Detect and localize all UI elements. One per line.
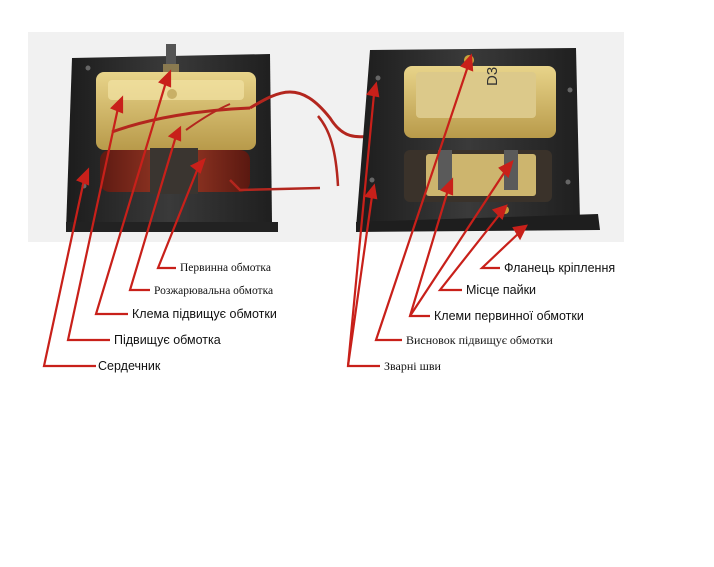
arrow-primary-winding	[156, 167, 200, 270]
left-terminal-tab	[163, 64, 179, 72]
right-core-base	[356, 214, 600, 232]
right-terminal-1	[438, 150, 452, 190]
right-wrap-label-area	[416, 72, 536, 118]
left-core-base	[66, 222, 278, 232]
left-red-wire-2	[185, 103, 231, 131]
left-terminal-spade	[166, 44, 176, 70]
arrow-welds-a-head	[366, 81, 380, 98]
left-hanging-wire	[229, 179, 321, 192]
left-rivet	[167, 89, 177, 99]
label-primary-terminals: Клеми первинної обмотки	[434, 309, 584, 323]
arrow-demag-winding	[128, 135, 178, 292]
arrow-welds-b	[346, 195, 374, 367]
arrow-hv-lead	[374, 65, 470, 342]
arrow-primary-terminals-a-head	[440, 177, 454, 196]
annotation-arrows	[42, 53, 528, 368]
arrow-core-head	[76, 167, 90, 186]
label-mounting-flange: Фланець кріплення	[504, 261, 616, 275]
right-screw-1	[375, 75, 381, 81]
right-screw-3	[567, 87, 573, 93]
connecting-wire-twist	[317, 115, 340, 187]
left-transformer	[66, 44, 321, 232]
arrow-welds-b-head	[364, 183, 378, 200]
label-solder-point: Місце пайки	[466, 283, 537, 297]
right-screw-2	[369, 177, 375, 183]
arrow-flange	[479, 231, 521, 270]
arrow-solder	[437, 213, 501, 292]
arrow-primary-terminals-b-head	[498, 159, 514, 179]
label-demagnetizing-winding: Розжарювальна обмотка	[154, 285, 274, 297]
left-wrap-highlight	[108, 80, 244, 100]
label-hv-winding: Підвищує обмотка	[114, 333, 221, 347]
arrow-hv-winding-head	[110, 95, 124, 114]
right-terminal-2	[504, 150, 518, 190]
arrow-demag-winding-head	[167, 125, 182, 142]
arrow-primary-winding-head	[189, 157, 206, 174]
arrow-core	[42, 179, 96, 368]
arrow-hv-terminal-head	[158, 69, 172, 88]
transformer-marking: D3	[484, 66, 501, 86]
left-screw-1	[85, 65, 91, 71]
label-welds: Зварні шви	[384, 359, 441, 373]
label-hv-winding-terminal: Клема підвищує обмотки	[132, 307, 277, 321]
arrow-primary-terminals-b	[409, 169, 507, 317]
arrow-flange-head	[512, 224, 528, 241]
label-core: Сердечник	[98, 359, 161, 373]
label-hv-winding-lead: Висновок підвищує обмотки	[406, 333, 553, 347]
right-transformer	[356, 48, 600, 232]
arrow-solder-head	[491, 204, 508, 221]
arrow-hv-terminal	[94, 81, 168, 316]
arrow-hv-lead-head	[460, 53, 474, 72]
right-screw-4	[565, 179, 571, 185]
left-red-wire	[111, 106, 251, 134]
label-primary-winding: Первинна обмотка	[180, 262, 271, 274]
arrow-hv-winding	[66, 107, 120, 342]
